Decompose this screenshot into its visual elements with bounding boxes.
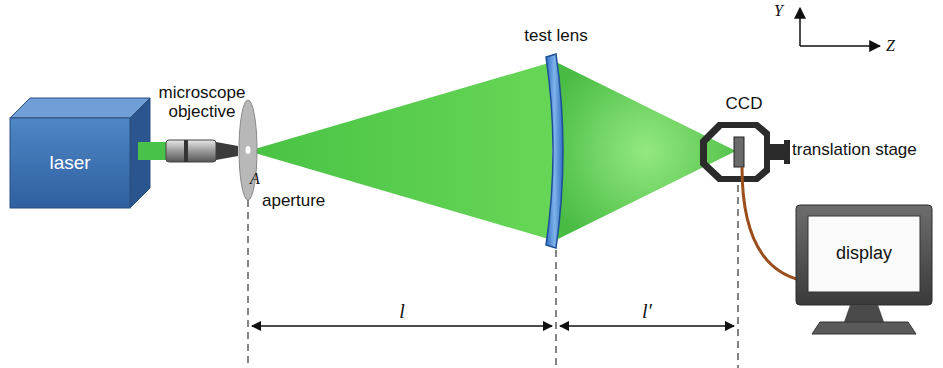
laser-box: laser bbox=[10, 118, 130, 208]
part-label: CCD bbox=[724, 95, 765, 114]
display-screen: display bbox=[808, 216, 920, 292]
part-label: aperture bbox=[262, 192, 325, 211]
axis-label: Y bbox=[774, 2, 783, 20]
part-label: test lens bbox=[522, 27, 589, 46]
distance-label: l′ bbox=[640, 300, 654, 322]
axis-label: Z bbox=[886, 37, 895, 55]
part-label: translation stage bbox=[792, 141, 917, 160]
node-label: display bbox=[836, 244, 892, 264]
part-label: microscope objective bbox=[152, 84, 252, 121]
node-label: laser bbox=[49, 153, 90, 174]
aperture-point: A bbox=[250, 170, 260, 188]
distance-label: l bbox=[397, 300, 407, 322]
